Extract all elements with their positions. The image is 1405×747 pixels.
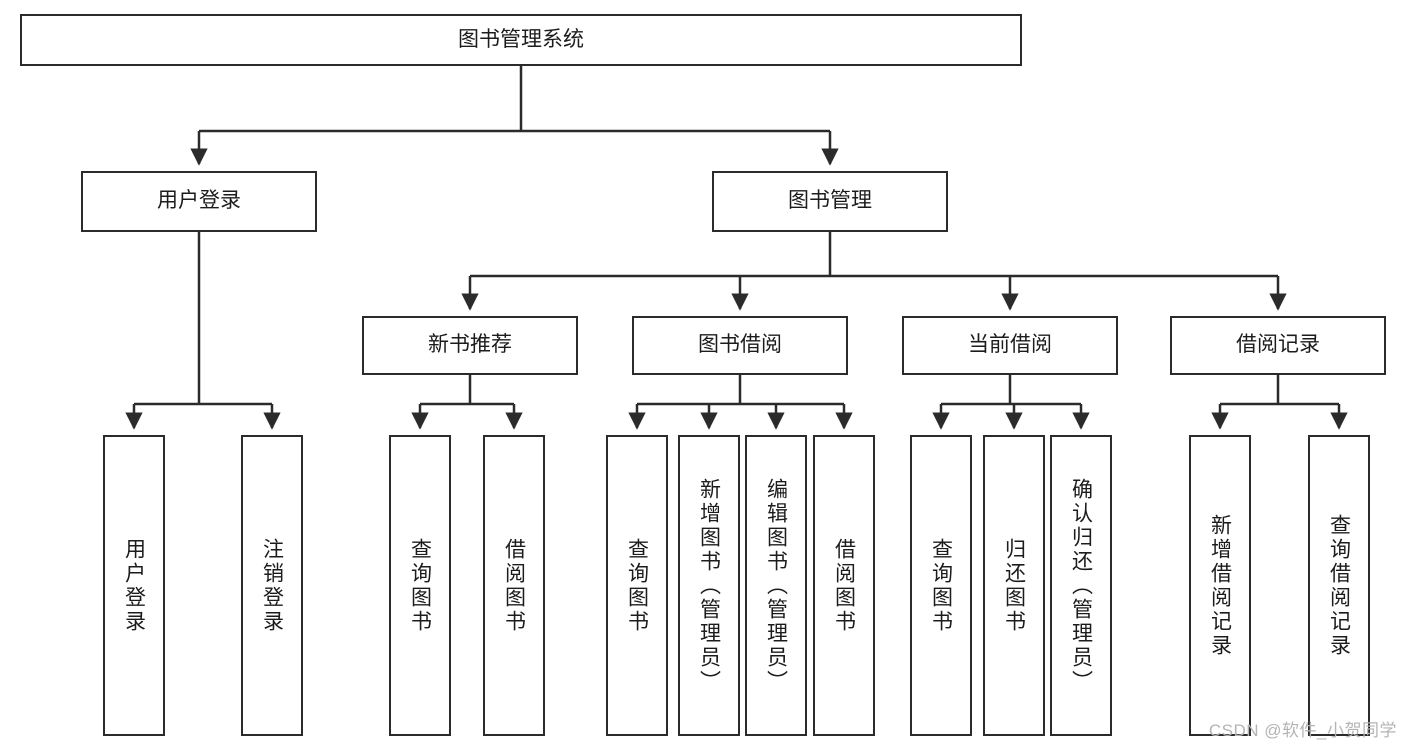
node-leaf-query-borrow-record-label: 查询借阅记录 (1327, 513, 1351, 658)
node-new-book-recommend-label: 新书推荐 (428, 333, 512, 357)
node-leaf-user-login-label: 用户登录 (122, 537, 146, 634)
node-leaf-add-borrow-record[interactable]: 新增借阅记录 (1189, 435, 1251, 736)
node-leaf-query-book-2-label: 查询图书 (625, 537, 649, 634)
node-leaf-borrow-book-1[interactable]: 借阅图书 (483, 435, 545, 736)
node-leaf-query-book-3-label: 查询图书 (929, 537, 953, 634)
node-new-book-recommend[interactable]: 新书推荐 (362, 316, 578, 375)
watermark-label: CSDN @软件_小贺同学 (1208, 721, 1397, 740)
node-leaf-add-book-admin[interactable]: 新增图书（管理员） (678, 435, 740, 736)
node-leaf-borrow-book-1-label: 借阅图书 (502, 537, 526, 634)
node-leaf-edit-book-admin-label: 编辑图书（管理员） (764, 477, 788, 694)
node-book-manage[interactable]: 图书管理 (712, 171, 948, 232)
node-borrow-record[interactable]: 借阅记录 (1170, 316, 1386, 375)
node-root-label: 图书管理系统 (458, 27, 584, 51)
node-leaf-add-borrow-record-label: 新增借阅记录 (1208, 513, 1232, 658)
node-leaf-return-book[interactable]: 归还图书 (983, 435, 1045, 736)
node-leaf-query-book-1[interactable]: 查询图书 (389, 435, 451, 736)
node-root[interactable]: 图书管理系统 (20, 14, 1022, 66)
node-book-manage-label: 图书管理 (788, 189, 872, 213)
node-leaf-add-book-admin-label: 新增图书（管理员） (697, 477, 721, 694)
node-book-borrow[interactable]: 图书借阅 (632, 316, 848, 375)
node-current-borrow[interactable]: 当前借阅 (902, 316, 1118, 375)
node-leaf-borrow-book-2-label: 借阅图书 (832, 537, 856, 634)
node-user-login[interactable]: 用户登录 (81, 171, 317, 232)
node-current-borrow-label: 当前借阅 (968, 333, 1052, 357)
node-leaf-logout-login-label: 注销登录 (260, 537, 284, 634)
node-leaf-query-book-1-label: 查询图书 (408, 537, 432, 634)
node-leaf-user-login[interactable]: 用户登录 (103, 435, 165, 736)
node-leaf-confirm-return-admin-label: 确认归还（管理员） (1069, 477, 1093, 694)
node-borrow-record-label: 借阅记录 (1236, 333, 1320, 357)
node-leaf-confirm-return-admin[interactable]: 确认归还（管理员） (1050, 435, 1112, 736)
node-leaf-query-book-2[interactable]: 查询图书 (606, 435, 668, 736)
node-leaf-borrow-book-2[interactable]: 借阅图书 (813, 435, 875, 736)
node-leaf-return-book-label: 归还图书 (1002, 537, 1026, 634)
node-leaf-logout-login[interactable]: 注销登录 (241, 435, 303, 736)
node-user-login-label: 用户登录 (157, 189, 241, 213)
node-leaf-query-book-3[interactable]: 查询图书 (910, 435, 972, 736)
node-book-borrow-label: 图书借阅 (698, 333, 782, 357)
node-leaf-edit-book-admin[interactable]: 编辑图书（管理员） (745, 435, 807, 736)
node-leaf-query-borrow-record[interactable]: 查询借阅记录 (1308, 435, 1370, 736)
